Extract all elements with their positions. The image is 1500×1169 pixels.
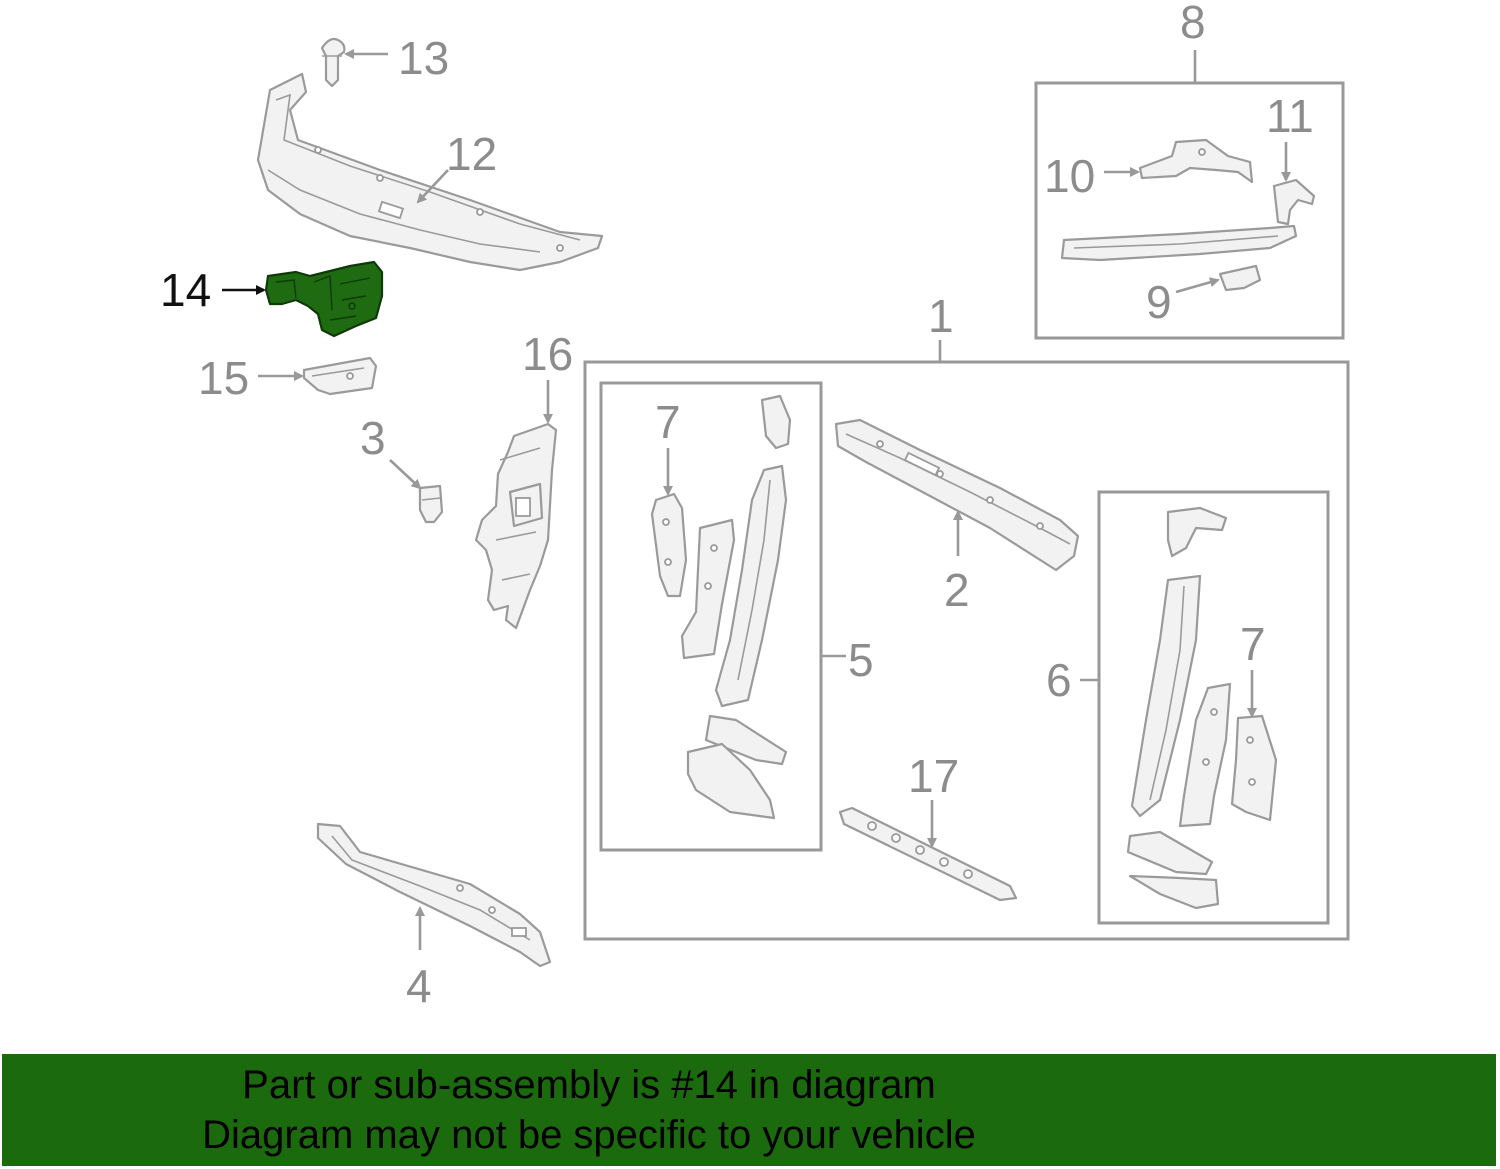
callout-4: 4 [406, 960, 432, 1012]
subassembly-box-5 [599, 381, 823, 852]
callout-3: 3 [360, 412, 386, 464]
callout-6: 6 [1046, 654, 1072, 706]
callout-9: 9 [1146, 276, 1172, 328]
part-14-highlighted-bracket[interactable] [264, 260, 384, 338]
callout-5: 5 [848, 634, 874, 686]
part-5-left-side-assembly[interactable] [650, 394, 792, 820]
part-8-rail[interactable] [1060, 224, 1298, 262]
assembly-box-1 [583, 360, 1350, 941]
banner-line-1: Part or sub-assembly is #14 in diagram [242, 1063, 936, 1107]
callout-13: 13 [398, 32, 449, 84]
callout-7-right: 7 [1240, 618, 1266, 670]
part-10-bracket[interactable] [1138, 138, 1254, 184]
callout-12: 12 [446, 128, 497, 180]
callout-15: 15 [198, 352, 249, 404]
part-12-upper-support[interactable] [256, 72, 604, 272]
subassembly-box-6 [1097, 490, 1330, 925]
part-3-clip[interactable] [418, 484, 444, 524]
callout-11: 11 [1266, 90, 1314, 142]
callout-10: 10 [1044, 150, 1095, 202]
callout-16: 16 [522, 328, 573, 380]
assembly-box-8 [1034, 81, 1345, 340]
part-11-bracket[interactable] [1272, 178, 1316, 226]
banner-line-2: Diagram may not be specific to your vehi… [202, 1113, 976, 1157]
callout-7-left: 7 [655, 396, 681, 448]
part-6-right-side-assembly[interactable] [1126, 506, 1278, 910]
info-banner: Part or sub-assembly is #14 in diagram D… [2, 1054, 1496, 1166]
part-15-bracket[interactable] [302, 356, 378, 396]
part-9-bracket[interactable] [1218, 264, 1262, 292]
part-16-side-support[interactable] [474, 422, 558, 630]
part-2-cross-member[interactable] [834, 418, 1080, 572]
callout-2: 2 [944, 564, 970, 616]
callout-1: 1 [928, 290, 954, 342]
callout-8: 8 [1180, 0, 1206, 48]
part-13-clip[interactable] [320, 37, 346, 88]
part-17-lower-brace[interactable] [838, 806, 1018, 902]
callout-17: 17 [908, 750, 959, 802]
parts-diagram: 13 12 14 15 3 16 4 1 2 17 7 5 6 7 8 10 1… [160, 0, 1350, 1012]
part-4-lower-support[interactable] [316, 822, 552, 968]
callout-14: 14 [160, 264, 211, 316]
